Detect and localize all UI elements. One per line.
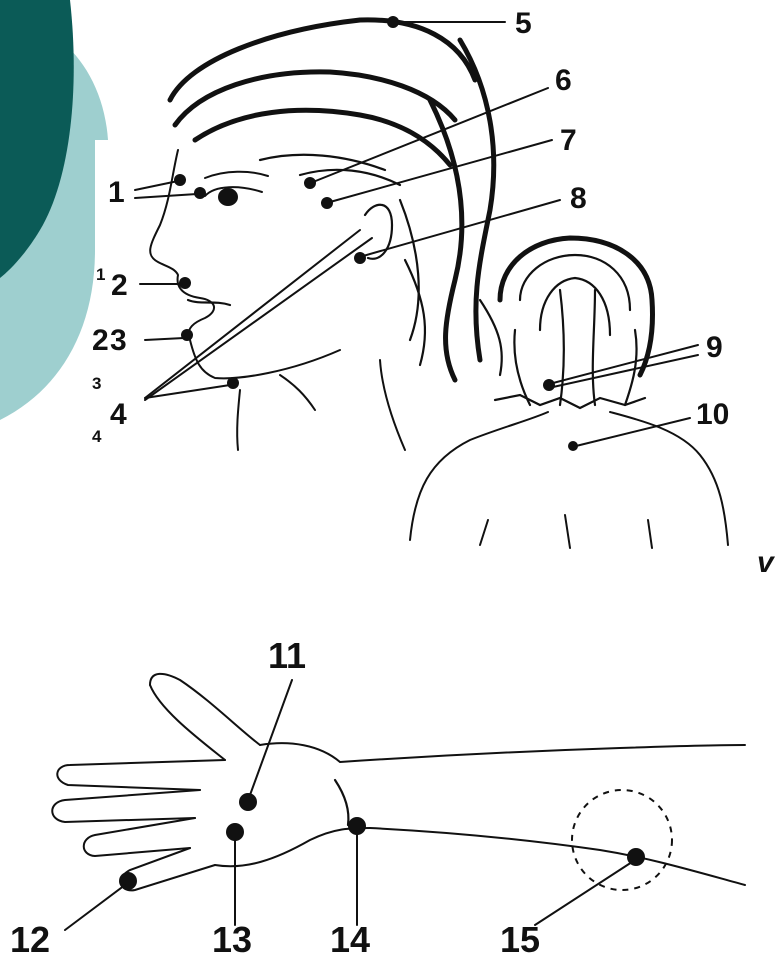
back-head-hair-1 <box>520 255 630 310</box>
label-3-sub: 3 <box>92 375 101 392</box>
elbow-dashed-circle <box>572 790 672 890</box>
label-9: 9 <box>706 333 723 363</box>
point-7 <box>321 197 333 209</box>
arm-wrist-upper <box>260 743 745 762</box>
back-head-hair-3 <box>514 330 530 405</box>
leader-9a <box>553 345 698 383</box>
leader-11 <box>250 680 292 795</box>
point-1b <box>194 187 206 199</box>
label-10: 10 <box>696 400 729 430</box>
label-4-sub: 4 <box>92 428 101 445</box>
hair-stroke-1 <box>175 72 455 125</box>
point-8 <box>354 252 366 264</box>
back-hair-ends <box>495 395 645 408</box>
neck-line <box>237 390 240 450</box>
eye-pupil <box>218 188 238 206</box>
label-1: 1 <box>108 178 125 208</box>
label-2-prefix: 1 <box>96 266 105 283</box>
hair-top <box>170 20 475 100</box>
arm-forearm-lower <box>370 828 745 885</box>
hair-stroke-3 <box>260 155 385 170</box>
point-3 <box>181 329 193 341</box>
label-6: 6 <box>555 66 572 96</box>
point-11 <box>239 793 257 811</box>
back-head-hair-6 <box>593 290 595 405</box>
leader-3 <box>145 338 184 340</box>
leader-12 <box>65 885 125 930</box>
edge-text: v <box>757 548 774 578</box>
label-2: 2 <box>111 271 128 301</box>
point-1a <box>174 174 186 186</box>
label-15: 15 <box>500 922 540 958</box>
label-8: 8 <box>570 184 587 214</box>
label-12: 12 <box>10 922 50 958</box>
label-5: 5 <box>515 9 532 39</box>
neck-line-2 <box>380 360 405 450</box>
leader-1b <box>135 194 197 198</box>
arm-palm-crease <box>335 780 348 825</box>
leader-9b <box>553 355 698 387</box>
arm-finger-2 <box>52 790 200 822</box>
back-shoulders <box>410 412 728 545</box>
hair-back-4 <box>405 260 425 365</box>
label-4: 4 <box>110 400 127 430</box>
point-6 <box>304 177 316 189</box>
label-3: 3 <box>110 326 127 356</box>
label-7: 7 <box>560 126 577 156</box>
arm-finger-1 <box>57 760 225 790</box>
back-spine-lines <box>480 515 652 548</box>
leader-7 <box>330 140 552 202</box>
point-14 <box>348 817 366 835</box>
hair-back-2 <box>430 100 462 380</box>
back-head-hair-4 <box>625 330 637 405</box>
leader-10 <box>576 418 690 446</box>
back-head-hair-2 <box>540 278 610 335</box>
point-4 <box>227 377 239 389</box>
arm-thumb-2 <box>150 685 225 760</box>
point-9 <box>543 379 555 391</box>
hair-back-5 <box>480 300 502 375</box>
back-head-hair-5 <box>560 290 564 405</box>
arm-finger-3 <box>84 818 195 856</box>
eyebrow <box>205 172 268 178</box>
label-14: 14 <box>330 922 370 958</box>
label-13: 13 <box>212 922 252 958</box>
collar-line <box>280 375 315 410</box>
point-13 <box>226 823 244 841</box>
label-3-prefix: 2 <box>92 326 109 356</box>
hair-stroke-2 <box>195 110 450 165</box>
leader-4b <box>145 230 360 398</box>
label-11: 11 <box>268 638 306 674</box>
